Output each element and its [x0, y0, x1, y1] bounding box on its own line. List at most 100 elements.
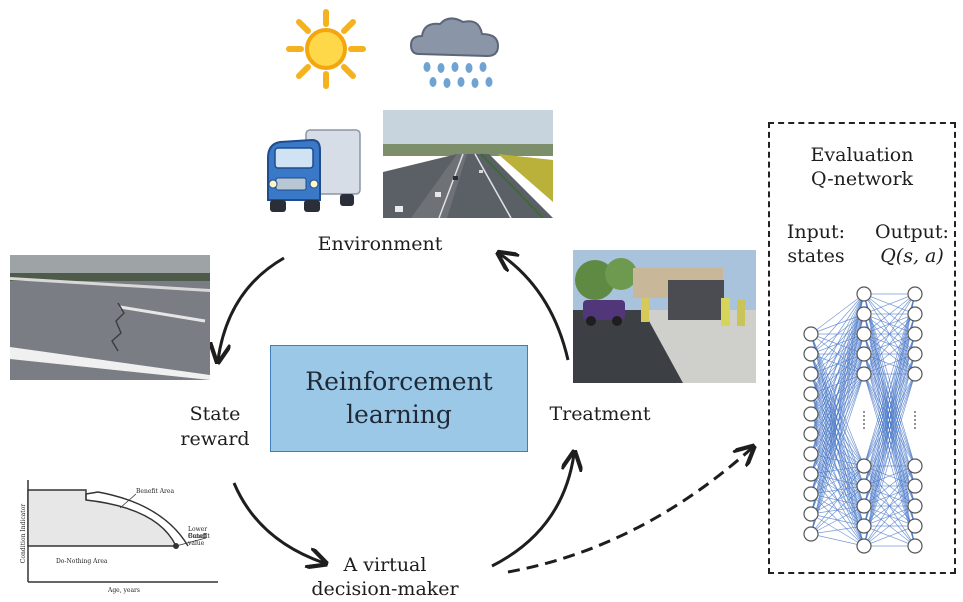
decision-line1: A virtual [343, 554, 427, 576]
network-node [803, 446, 819, 462]
network-connection [863, 373, 916, 547]
network-node [803, 426, 819, 442]
q-network-box [768, 122, 956, 574]
dashed-arrow-to-network [507, 448, 752, 574]
environment-label: Environment [317, 233, 443, 255]
network-connection [810, 353, 865, 467]
reward-text: reward [180, 427, 250, 450]
arrow-environment-to-state [218, 256, 285, 360]
network-node [803, 526, 819, 542]
decision-maker-label: A virtual decision-maker [300, 554, 470, 602]
network-connection [810, 293, 865, 355]
network-connection [810, 293, 865, 515]
network-connection [810, 293, 865, 455]
network-node [856, 346, 872, 362]
network-connection [863, 293, 916, 487]
network-connection [863, 485, 916, 547]
input-states-label: Input: states [776, 221, 856, 269]
network-connection [810, 525, 865, 535]
reinforcement-learning-box: Reinforcement learning [270, 345, 528, 452]
paving-crew-photo [573, 250, 756, 383]
network-connection [863, 465, 916, 507]
network-connection [863, 293, 916, 315]
network-connection [863, 293, 916, 375]
network-node [907, 346, 923, 362]
network-connection [810, 505, 865, 535]
network-node [856, 538, 872, 554]
network-node [856, 366, 872, 382]
age-years-text: Age, years [108, 587, 141, 594]
ellipsis-dot [863, 423, 865, 425]
network-node [856, 306, 872, 322]
network-connection [863, 313, 916, 375]
ellipsis-dot [863, 427, 865, 429]
cutoff-value-text: Cutoff value [188, 533, 207, 547]
state-text: State [189, 403, 241, 425]
network-connection [810, 465, 865, 495]
neural-network-diagram [803, 286, 923, 554]
network-connection [810, 453, 865, 467]
ellipsis-dot [863, 411, 865, 413]
network-node [803, 386, 819, 402]
network-node [907, 498, 923, 514]
sun-icon [286, 9, 366, 89]
network-node [803, 326, 819, 342]
do-nothing-area-text: Do-Nothing Area [56, 558, 108, 565]
network-connection [863, 333, 916, 547]
arrow-state-to-decision [232, 482, 324, 563]
network-connection [810, 485, 865, 535]
input-line2: states [787, 244, 845, 267]
network-node [856, 478, 872, 494]
input-line1: Input: [786, 221, 846, 243]
network-node [856, 286, 872, 302]
highway-photo [383, 110, 553, 218]
network-connection [863, 293, 916, 467]
network-connection [810, 293, 865, 395]
truck-icon [267, 129, 361, 212]
network-connection [810, 293, 865, 335]
output-line2: Q(s, a) [880, 244, 944, 267]
arrow-treatment-to-environment [500, 254, 570, 361]
network-connection [863, 313, 916, 547]
network-connection [810, 293, 865, 435]
network-connection [863, 333, 916, 375]
state-reward-label: State reward [160, 402, 270, 451]
network-connection [863, 505, 916, 547]
network-node [907, 478, 923, 494]
network-node [907, 286, 923, 302]
network-node [907, 538, 923, 554]
network-connection [810, 433, 865, 467]
network-connection [863, 293, 916, 355]
decision-line2: decision-maker [311, 577, 459, 600]
ellipsis-dot [863, 419, 865, 421]
network-node [856, 326, 872, 342]
network-connection [810, 353, 865, 535]
network-connection [863, 293, 916, 335]
network-connection [863, 293, 916, 507]
ellipsis-dot [914, 419, 916, 421]
network-connection [810, 313, 865, 535]
ellipsis-dot [914, 427, 916, 429]
network-node [856, 458, 872, 474]
network-connection [863, 465, 916, 527]
ellipsis-dot [914, 411, 916, 413]
network-node [803, 506, 819, 522]
network-connection [863, 353, 916, 375]
output-line1: Output: [875, 221, 949, 243]
network-connection [810, 333, 865, 467]
pavement-crack-photo [10, 255, 210, 380]
ellipsis-dot [914, 415, 916, 417]
network-node [907, 326, 923, 342]
output-q-label: Output: Q(s, a) [868, 221, 956, 269]
benefit-area-text: Benefit Area [136, 488, 175, 495]
ellipsis-dot [914, 423, 916, 425]
network-connection [863, 465, 916, 487]
lower-benefit-text: Lower Benefit [188, 526, 210, 540]
network-connection [863, 353, 916, 547]
q-network-title-line2: Q-network [810, 168, 914, 191]
network-connection [810, 465, 865, 515]
rain-cloud-icon [409, 17, 500, 88]
arrow-decision-to-treatment [491, 454, 574, 568]
network-node [803, 466, 819, 482]
